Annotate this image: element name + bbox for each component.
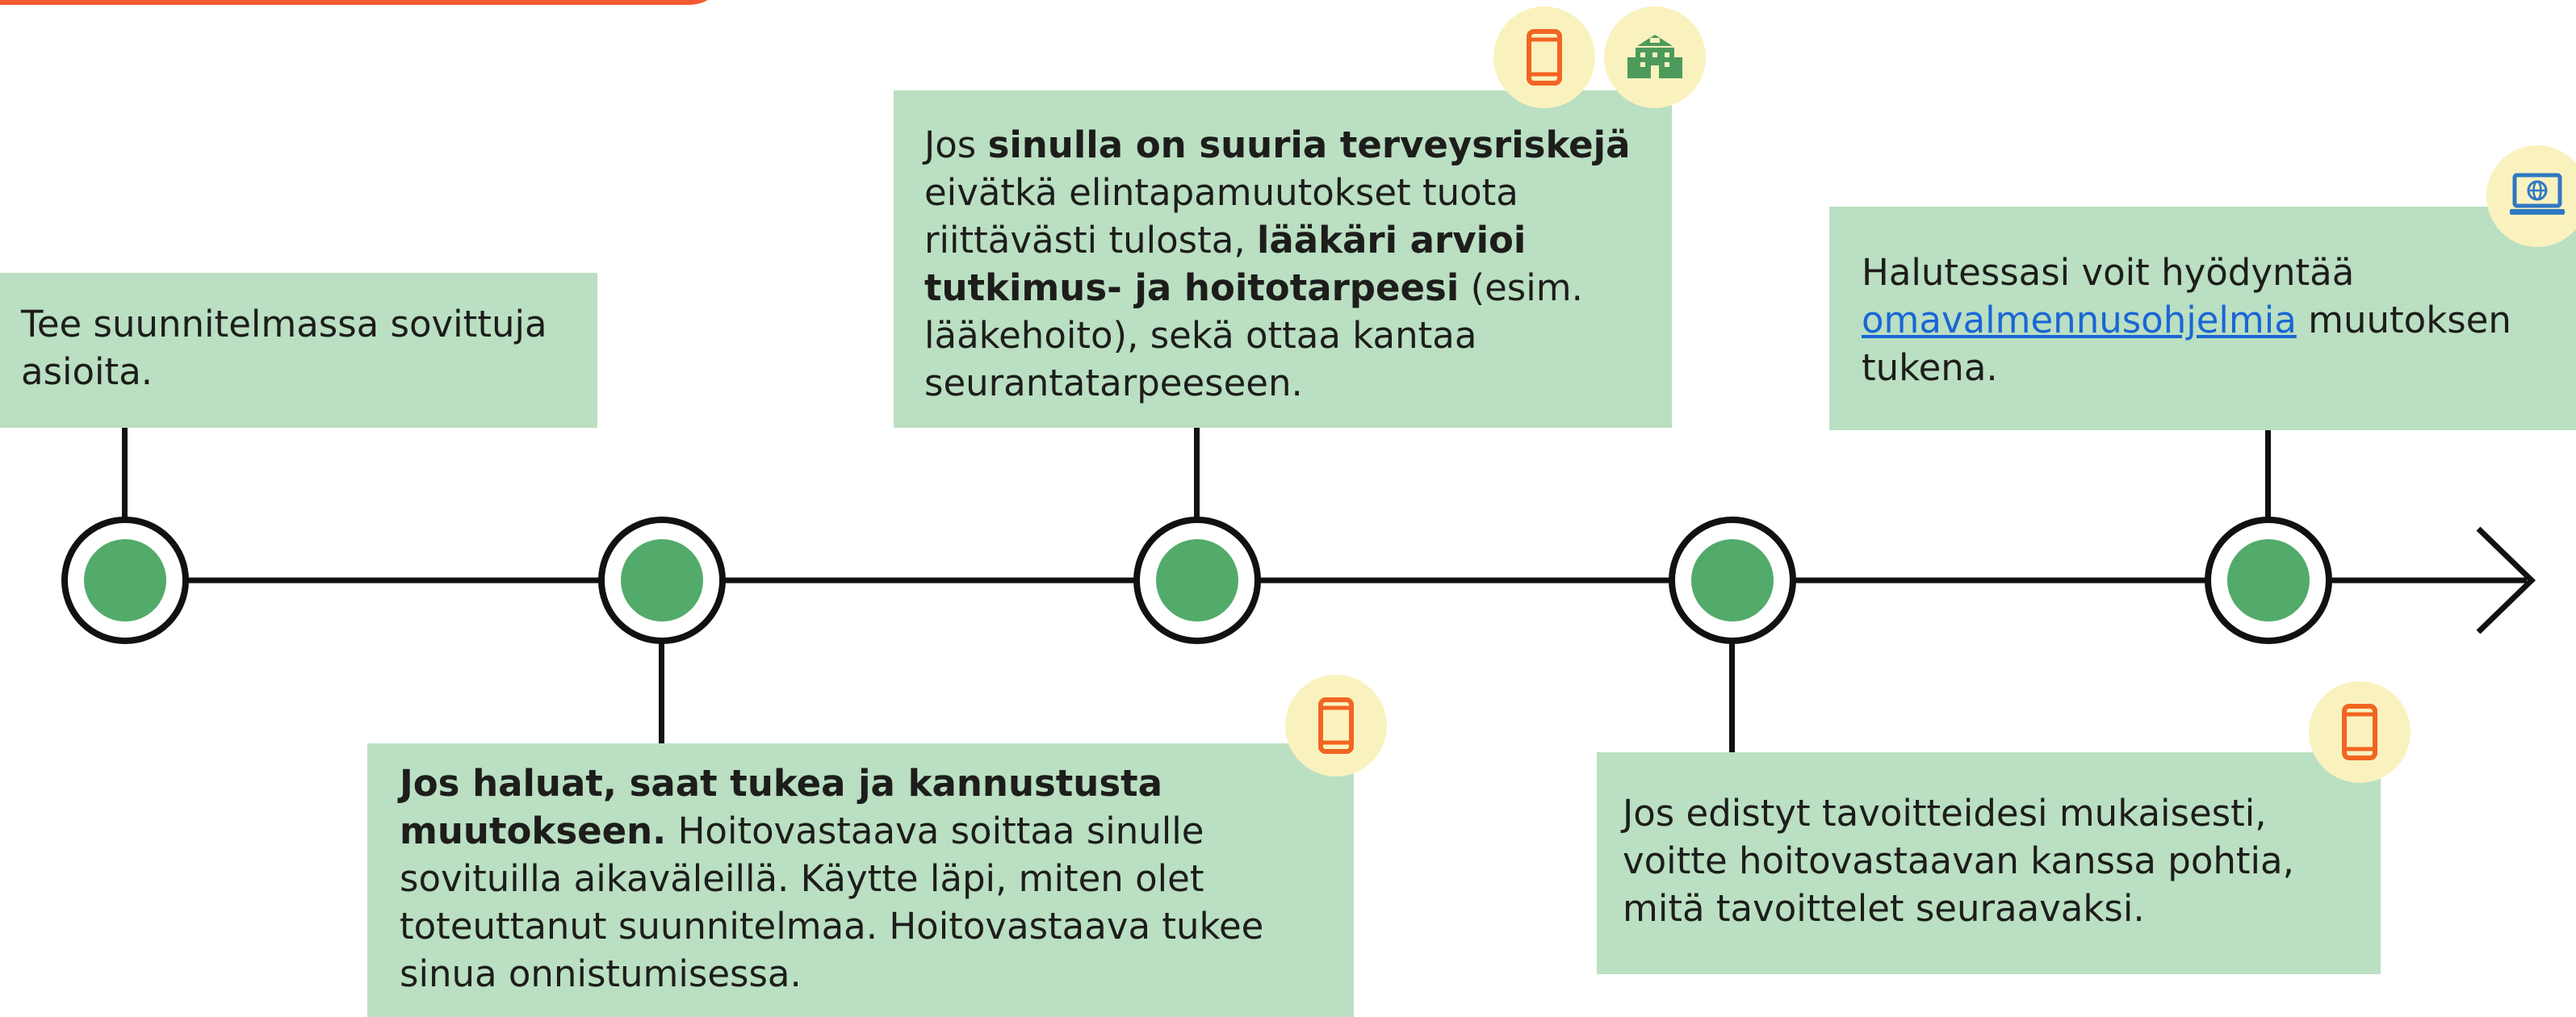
step-1-text: Tee suunnitelmassa sovittuja asioita. [21,303,547,393]
step-4-card: Jos edistyt tavoitteidesi mukaisesti, vo… [1597,752,2381,974]
phone-icon [1318,697,1354,754]
step-5-badge [2486,145,2576,247]
connector-step-1 [122,426,128,520]
step-3-phone-badge [1493,6,1595,108]
connector-step-3 [1194,428,1200,520]
step-3-card: Jos sinulla on suuria terveysriskejä eiv… [894,90,1672,428]
connector-step-4 [1729,641,1735,752]
hospital-icon [1627,35,1682,78]
step-2-badge [1285,675,1387,776]
timeline-node-3 [1133,517,1261,644]
omavalmennus-link[interactable]: omavalmennusohjelmia [1862,299,2297,341]
laptop-icon [2510,173,2565,215]
connector-step-2 [659,641,664,744]
step-4-badge [2309,681,2411,783]
step-1-card: Tee suunnitelmassa sovittuja asioita. [0,273,597,428]
timeline-node-4 [1669,517,1796,644]
timeline-arrowhead [2476,526,2536,634]
phone-icon [2342,704,2377,760]
top-accent-bar [0,0,727,5]
step-3-hospital-badge [1604,6,1706,108]
timeline-node-5 [2205,517,2332,644]
step-2-text: Jos haluat, saat tukea ja kannustusta mu… [400,762,1264,995]
connector-step-5 [2265,430,2271,520]
step-4-text: Jos edistyt tavoitteidesi mukaisesti, vo… [1623,792,2294,930]
timeline-node-1 [61,517,189,644]
step-3-text: Jos sinulla on suuria terveysriskejä eiv… [924,123,1631,404]
step-5-text: Halutessasi voit hyödyntää omavalmennuso… [1862,251,2511,389]
step-5-card: Halutessasi voit hyödyntää omavalmennuso… [1829,207,2576,430]
phone-icon [1527,29,1562,86]
timeline-node-2 [598,517,726,644]
step-2-card: Jos haluat, saat tukea ja kannustusta mu… [367,743,1354,1017]
